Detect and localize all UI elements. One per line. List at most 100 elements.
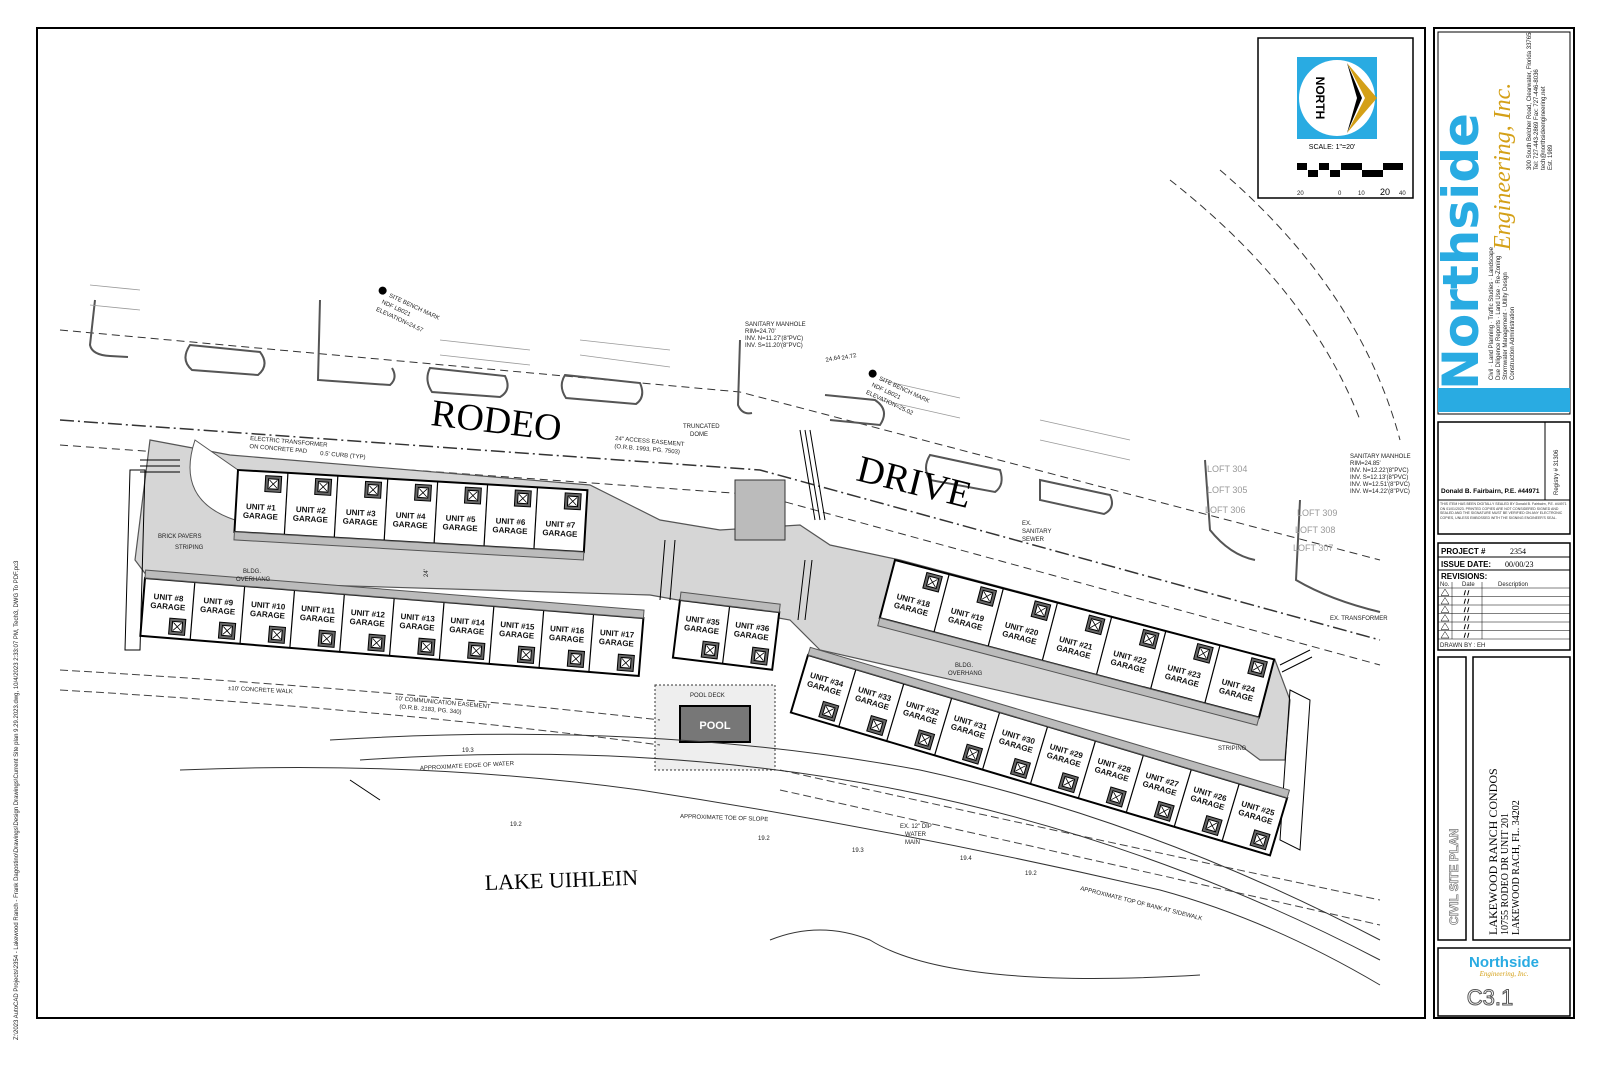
overhang-note-east: BLDG. OVERHANG — [948, 663, 983, 677]
concrete-walk-note: ±10' CONCRETE WALK — [228, 686, 293, 695]
unit-label: UNIT #36 — [735, 620, 771, 633]
garage-label: GARAGE — [342, 517, 378, 528]
street-name-drive: DRIVE — [853, 448, 976, 517]
company-logo-panel: Northside Engineering, Inc. Civil · Land… — [1432, 31, 1571, 415]
brick-pavers — [233, 531, 585, 561]
revision-date: / / — [1464, 625, 1469, 631]
benchmark-note-2: SITE BENCH MARK NDF LB021 ELEVATION=25.0… — [865, 369, 930, 417]
svg-text:LOFT 306: LOFT 306 — [1205, 505, 1245, 515]
sanitary-manhole-note-1: SANITARY MANHOLE RIM=24.70' INV. N=11.27… — [745, 322, 806, 349]
svg-text:tech@northsideengineering.net: tech@northsideengineering.net — [1541, 86, 1547, 170]
unit-label: UNIT #8 — [153, 592, 184, 603]
svg-text:LOFT 308: LOFT 308 — [1295, 525, 1335, 535]
pool-label: POOL — [699, 720, 730, 732]
svg-text:Civil · Land Planning · Traffi: Civil · Land Planning · Traffic Studies … — [1489, 246, 1495, 380]
garage-label: GARAGE — [299, 613, 335, 625]
pool-deck-label: POOL DECK — [690, 693, 725, 699]
svg-text:20: 20 — [1380, 187, 1390, 197]
brick-pavers — [877, 617, 1260, 726]
comm-easement-note: 10' COMMUNICATION EASEMENT (O.R.B. 2183,… — [395, 696, 491, 716]
curb-note: 0.5' CURB (TYP) — [320, 451, 366, 461]
garage-label: GARAGE — [243, 511, 279, 522]
north-label: NORTH — [1313, 77, 1327, 120]
title-block-border — [1433, 27, 1575, 1019]
brick-pavers — [807, 646, 1291, 799]
project-address-2: LAKEWOOD RACH, FL. 34202 — [1511, 800, 1522, 935]
svg-text:ON CONCRETE PAD: ON CONCRETE PAD — [249, 444, 308, 455]
revision-date: / / — [1464, 591, 1469, 597]
svg-text:Stormwater Management · Utilit: Stormwater Management · Utility Design — [1503, 272, 1509, 380]
garage-label: GARAGE — [442, 522, 478, 533]
svg-text:MAIN: MAIN — [905, 840, 920, 846]
brick-pavers — [679, 591, 781, 613]
svg-text:40: 40 — [1399, 191, 1406, 197]
revision-date: / / — [1464, 634, 1469, 640]
revision-triangle-icon — [1440, 588, 1450, 596]
edge-of-water-note: APPROXIMATE EDGE OF WATER — [420, 761, 515, 772]
truncated-dome-note: TRUNCATED DOME — [683, 424, 720, 438]
company-script-text: Engineering, Inc. — [1490, 83, 1516, 251]
ex-transformer-note: EX. TRANSFORMER — [1330, 616, 1388, 622]
north-arrow-scale-block: NORTH SCALE: 1"=20' 20 0 10 20 40 — [1257, 37, 1414, 199]
garage-label: GARAGE — [549, 633, 585, 645]
pool — [679, 705, 751, 743]
svg-text:EX.: EX. — [1022, 521, 1032, 527]
sheet-number: C3.1 — [1467, 985, 1513, 1010]
garage-label: GARAGE — [399, 621, 435, 633]
file-path-text: Z:\2023 AutoCAD Projects\2354 - Lakewood… — [14, 560, 20, 1040]
unit-label: UNIT #6 — [495, 516, 526, 527]
svg-text:SEWER: SEWER — [1022, 537, 1045, 543]
striping-note-east: STRIPING — [1218, 746, 1247, 752]
svg-text:19.3: 19.3 — [462, 748, 474, 754]
svg-text:ISSUE DATE:: ISSUE DATE: — [1441, 560, 1491, 569]
rodeo-drive-road — [59, 169, 1401, 666]
svg-text:Registry # 31306: Registry # 31306 — [1554, 449, 1560, 495]
scale-bar — [1297, 163, 1403, 177]
svg-text:LOFT 304: LOFT 304 — [1207, 464, 1247, 474]
svg-text:TRUNCATED: TRUNCATED — [683, 424, 720, 430]
svg-text:LOFT 305: LOFT 305 — [1207, 485, 1247, 495]
svg-text:SANITARY: SANITARY — [1022, 529, 1051, 535]
svg-text:19.2: 19.2 — [1025, 871, 1037, 877]
garage-label: GARAGE — [250, 609, 286, 621]
overhang-note: BLDG. OVERHANG — [236, 569, 271, 583]
svg-text:EX. 12" DIP: EX. 12" DIP — [900, 824, 932, 830]
lake-elevations: 19.3 19.2 19.2 19.3 19.4 19.2 — [462, 748, 1037, 877]
svg-text:10: 10 — [1358, 191, 1365, 197]
svg-text:RIM=24.70': RIM=24.70' — [745, 329, 776, 335]
revision-triangle-icon — [1440, 605, 1450, 613]
svg-text:INV. W=12.51'(8"PVC): INV. W=12.51'(8"PVC) — [1350, 482, 1410, 488]
svg-text:Construction Administration: Construction Administration — [1510, 307, 1516, 380]
parking-stall-lines — [89, 284, 1131, 461]
svg-text:No.: No. — [1440, 582, 1450, 588]
road-width-dim: 24' — [424, 569, 430, 577]
unit-label: UNIT #16 — [550, 624, 585, 636]
svg-text:0: 0 — [1338, 191, 1342, 197]
garage-label: GARAGE — [150, 601, 186, 613]
brick-pavers-note: BRICK PAVERS — [158, 534, 201, 540]
revision-triangle-icon — [1440, 622, 1450, 630]
engineer-name: Donald B. Fairbairn, P.E. #44971 — [1441, 488, 1540, 495]
scale-text: SCALE: 1"=20' — [1309, 144, 1355, 151]
sheet-title: CIVIL SITE PLAN — [1447, 829, 1461, 925]
svg-text:(O.R.B. 2183, PG. 340): (O.R.B. 2183, PG. 340) — [399, 704, 462, 715]
svg-text:INV. S=12.13'(8"PVC): INV. S=12.13'(8"PVC) — [1350, 475, 1408, 481]
benchmark-note-1: SITE BENCH MARK NDF LB021 ELEVATION=24.5… — [375, 286, 440, 334]
garage-label: GARAGE — [542, 528, 578, 539]
svg-text:(O.R.B. 1993, PG. 7503): (O.R.B. 1993, PG. 7503) — [614, 444, 680, 456]
transformer-note: ELECTRIC TRANSFORMER ON CONCRETE PAD — [249, 436, 328, 455]
parking-islands — [88, 299, 1381, 613]
